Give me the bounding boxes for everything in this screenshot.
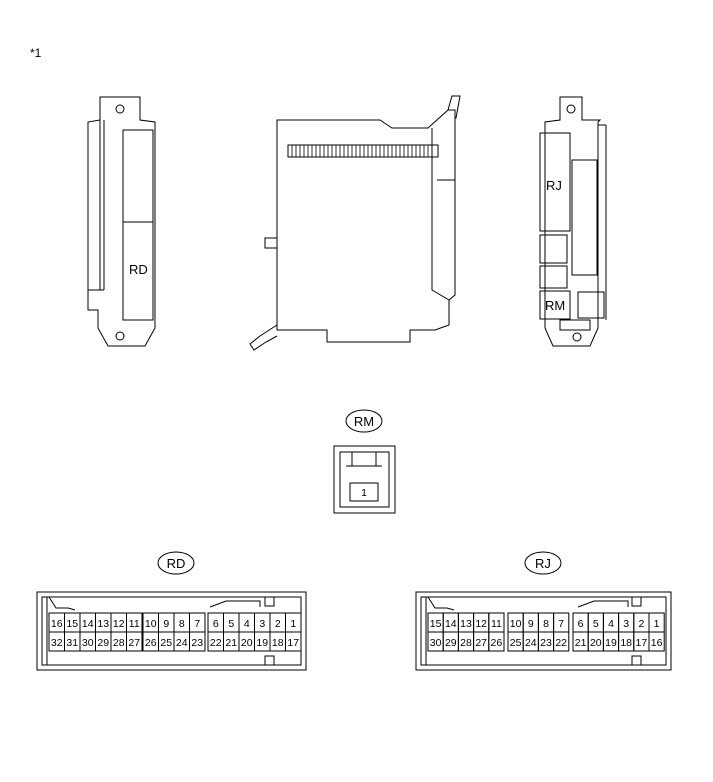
left-view-rd-label: RD (129, 262, 148, 277)
rj-pin-19: 19 (605, 637, 617, 649)
rd-pin-21: 21 (225, 637, 237, 649)
rd-pin-4: 4 (244, 618, 250, 630)
rj-pin-11: 11 (491, 618, 502, 630)
rj-pin-29: 29 (445, 637, 457, 649)
left-unit-view (87, 96, 156, 347)
rd-pin-17: 17 (287, 637, 299, 649)
rj-pin-10: 10 (510, 618, 522, 630)
rd-pin-32: 32 (51, 637, 63, 649)
center-unit-side-view (249, 95, 461, 351)
rj-pin-cell (648, 631, 665, 652)
rj-pin-2: 2 (638, 618, 644, 630)
rj-pin-22: 22 (555, 637, 567, 649)
rj-pin-cell (553, 631, 570, 652)
rj-pin-15: 15 (430, 618, 442, 630)
figure-note: *1 (30, 46, 42, 60)
rd-pin-19: 19 (256, 637, 268, 649)
rd-pin-11: 11 (129, 618, 140, 630)
rd-pin-5: 5 (228, 618, 234, 630)
rj-pin-3: 3 (623, 618, 629, 630)
rd-pin-12: 12 (113, 618, 125, 630)
rd-pin-cell (285, 631, 302, 652)
rj-pin-17: 17 (636, 637, 648, 649)
rd-pin-18: 18 (272, 637, 284, 649)
rj-pin-26: 26 (491, 637, 503, 649)
rj-pin-cell (488, 631, 505, 652)
rj-connector-location (539, 132, 571, 232)
rj-pin-20: 20 (590, 637, 602, 649)
rd-pin-24: 24 (176, 637, 188, 649)
rj-pin-21: 21 (575, 637, 587, 649)
rd-pin-7: 7 (194, 618, 200, 630)
rd-connector-name: RD (167, 556, 186, 571)
rm-connector-location (539, 290, 571, 320)
rj-pin-16: 16 (651, 637, 663, 649)
rj-pin-14: 14 (445, 618, 457, 630)
rm-pin-1: 1 (361, 487, 367, 499)
rd-pin-28: 28 (113, 637, 125, 649)
rd-pin-10: 10 (145, 618, 157, 630)
rm-connector: RM 1 (333, 409, 396, 514)
rd-pin-8: 8 (179, 618, 185, 630)
rd-pin-2: 2 (275, 618, 281, 630)
rj-connector-name: RJ (535, 556, 551, 571)
rd-pin-31: 31 (66, 637, 78, 649)
rd-pin-27: 27 (128, 637, 140, 649)
rd-pin-cell (189, 631, 206, 652)
rd-pin-20: 20 (241, 637, 253, 649)
rd-pin-25: 25 (160, 637, 172, 649)
rj-pin-28: 28 (460, 637, 472, 649)
rj-pin-23: 23 (540, 637, 552, 649)
rd-pin-13: 13 (97, 618, 109, 630)
rd-pin-30: 30 (82, 637, 94, 649)
rj-pin-5: 5 (593, 618, 599, 630)
rj-pin-24: 24 (525, 637, 537, 649)
rd-connector-location (122, 221, 154, 321)
right-unit-view (539, 96, 607, 347)
rd-pin-6: 6 (213, 618, 219, 630)
rd-pin-16: 16 (51, 618, 63, 630)
rd-pin-23: 23 (191, 637, 203, 649)
rj-pin-7: 7 (558, 618, 564, 630)
rm-connector-name: RM (354, 414, 374, 429)
rd-pin-22: 22 (210, 637, 222, 649)
rj-pin-30: 30 (430, 637, 442, 649)
rj-pin-8: 8 (543, 618, 549, 630)
rd-pin-3: 3 (259, 618, 265, 630)
rd-pin-29: 29 (97, 637, 109, 649)
rd-pin-1: 1 (290, 618, 296, 630)
rj-pin-13: 13 (460, 618, 472, 630)
rj-pin-25: 25 (510, 637, 522, 649)
rj-pin-6: 6 (578, 618, 584, 630)
rd-pin-14: 14 (82, 618, 94, 630)
rj-pin-9: 9 (528, 618, 534, 630)
rd-pin-15: 15 (66, 618, 78, 630)
rd-pin-9: 9 (163, 618, 169, 630)
right-view-rm-label: RM (545, 298, 565, 313)
rj-pin-4: 4 (608, 618, 614, 630)
rj-pin-18: 18 (620, 637, 632, 649)
rj-pin-27: 27 (475, 637, 487, 649)
rd-pin-cell (126, 631, 143, 652)
rj-pin-1: 1 (654, 618, 660, 630)
rj-pin-12: 12 (475, 618, 487, 630)
right-view-rj-label: RJ (546, 178, 562, 193)
rd-pin-26: 26 (145, 637, 157, 649)
